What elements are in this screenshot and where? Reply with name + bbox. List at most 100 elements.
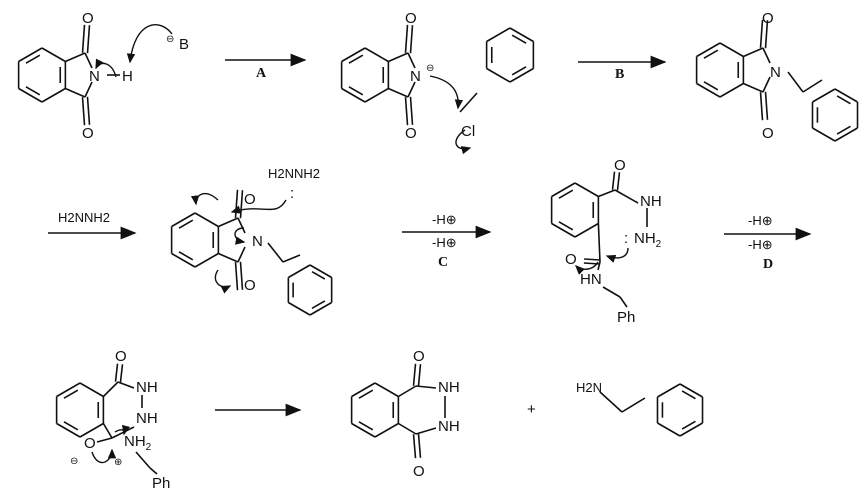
bond: [599, 391, 623, 413]
plus-sign: +: [527, 401, 536, 418]
lone-pair: :: [624, 230, 628, 247]
bond: [374, 422, 399, 438]
bond: [574, 182, 599, 198]
bond: [81, 24, 86, 53]
reagent-hydrazine: H2NNH2: [58, 210, 110, 225]
bond: [135, 451, 151, 469]
atom-o: O: [762, 125, 774, 142]
bond: [81, 97, 86, 126]
bond: [25, 86, 41, 96]
bond: [341, 47, 366, 63]
bond: [836, 95, 851, 105]
atom-o: O: [405, 10, 417, 27]
bond: [237, 246, 246, 263]
negative-charge: ⊖: [70, 456, 78, 467]
phenyl-label: Ph: [617, 309, 635, 326]
bond: [812, 127, 836, 142]
bond: [234, 189, 239, 218]
bond: [194, 252, 219, 268]
atom-o: O: [413, 348, 425, 365]
amine-label: H2N: [576, 380, 602, 395]
bond: [397, 385, 417, 398]
proton-loss-label: -H⊕: [432, 212, 457, 227]
phthalimide: O O N H: [82, 10, 133, 142]
bond: [119, 364, 124, 383]
bond: [65, 87, 86, 98]
bond: [407, 52, 416, 69]
benzylamine: H2N: [576, 380, 602, 395]
bond: [679, 422, 703, 437]
bond: [619, 296, 628, 308]
bond: [558, 221, 574, 231]
bond: [558, 189, 574, 199]
bond: [114, 363, 119, 382]
bond-skeleton: [17, 19, 859, 475]
atom-nh: NH: [438, 379, 460, 396]
bond: [18, 87, 43, 103]
atom-nh: NH: [640, 193, 662, 210]
bond: [86, 96, 91, 125]
bond: [194, 212, 219, 228]
curly-arrow: [190, 192, 219, 206]
bond: [178, 251, 194, 261]
atom-nh: NH: [136, 379, 158, 396]
atom-n: N: [89, 68, 100, 85]
bond: [397, 422, 417, 435]
bond: [598, 189, 616, 198]
bond: [409, 96, 414, 125]
bond: [287, 301, 311, 316]
atom-cl: Cl: [461, 123, 475, 140]
proton-loss-label: -H⊕: [748, 237, 773, 252]
bond: [611, 171, 616, 190]
bond: [417, 364, 422, 387]
cyclized-tetrahedral-intermediate: O NH NH O ⊖ NH2 ⊕ Ph: [70, 348, 170, 492]
bond: [218, 252, 239, 263]
bond: [178, 219, 194, 229]
bond: [102, 381, 119, 398]
bond: [311, 270, 326, 280]
curly-arrow: [230, 199, 287, 214]
bond: [84, 81, 93, 98]
atom-nh2: NH2: [634, 230, 662, 250]
phthalhydrazide: O NH NH O: [413, 348, 460, 480]
bond: [309, 301, 333, 316]
bond: [621, 397, 646, 413]
bond: [812, 88, 836, 103]
bond: [239, 261, 244, 290]
bond: [311, 300, 326, 310]
curly-arrow: [114, 424, 131, 436]
bond: [41, 47, 66, 63]
bond: [834, 127, 858, 142]
bond: [348, 86, 364, 96]
curly-arrow: [429, 75, 464, 110]
bond: [234, 262, 239, 291]
bond: [597, 261, 601, 271]
bond: [171, 212, 196, 228]
bond: [759, 19, 764, 48]
atom-h: H: [122, 68, 133, 85]
bond: [41, 87, 66, 103]
bond: [267, 242, 284, 263]
bond: [388, 87, 409, 98]
bond: [79, 422, 104, 438]
atom-o: O: [405, 125, 417, 142]
negative-charge: ⊖: [166, 34, 174, 45]
bond: [696, 42, 721, 58]
bond: [149, 467, 158, 475]
bond: [404, 24, 409, 53]
bond: [415, 427, 437, 435]
atom-nh: NH: [136, 410, 158, 427]
step-label-a: A: [256, 66, 267, 81]
bond: [509, 67, 534, 83]
bond: [412, 363, 417, 386]
bond: [597, 223, 601, 263]
bond: [602, 286, 621, 298]
bond: [412, 434, 417, 459]
tetrahedral-attack-intermediate: O O N H2NNH2 :: [244, 166, 320, 294]
bond: [762, 76, 771, 93]
step-label-c: C: [438, 255, 448, 270]
bond: [237, 217, 246, 234]
bond: [86, 25, 91, 54]
